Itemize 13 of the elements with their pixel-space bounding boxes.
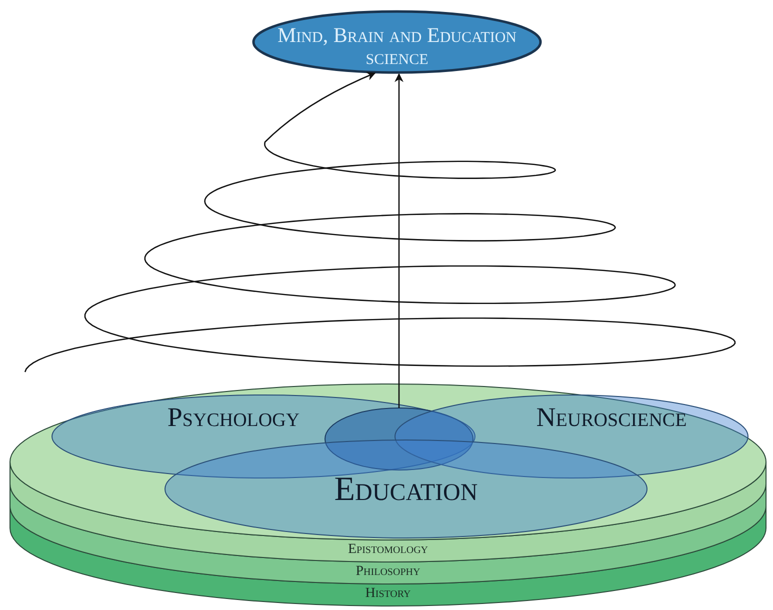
arrow xyxy=(394,73,404,408)
venn-label: Neuroscience xyxy=(535,402,688,432)
layer-label: Philosophy xyxy=(354,564,422,580)
goal-label: Mind, Brain and Education science xyxy=(277,24,517,68)
disc-layer xyxy=(10,506,766,606)
goal-ellipse xyxy=(252,10,542,74)
layer-label: Epistomology xyxy=(346,542,430,558)
layer-label: History xyxy=(364,586,412,602)
venn-label: Education xyxy=(333,472,479,508)
venn-label: Psychology xyxy=(166,402,301,432)
venn-ellipse xyxy=(395,395,748,478)
arrow xyxy=(24,72,736,373)
disc-layer xyxy=(10,384,766,562)
